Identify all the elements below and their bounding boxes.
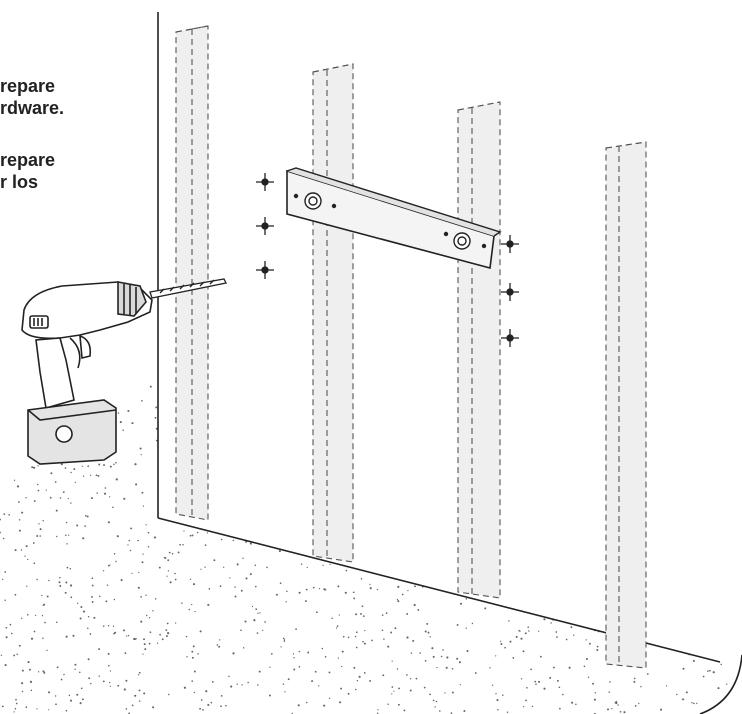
drill-icon <box>21 281 153 465</box>
drill-bit-icon <box>149 278 227 299</box>
instruction-line: repare <box>0 76 56 96</box>
bracket-hole <box>481 243 487 249</box>
wall-bracket <box>286 167 502 270</box>
bracket-hole <box>293 193 299 199</box>
instruction-line: rdware. <box>0 98 65 118</box>
bracket-bolt-icon <box>304 192 322 210</box>
crosshair-mark-icon <box>501 329 519 347</box>
frame-corner <box>699 654 742 714</box>
wall <box>157 12 742 714</box>
instruction-line: r los <box>0 172 39 192</box>
pilot-hole-marks <box>256 173 519 347</box>
studs <box>175 25 647 669</box>
instruction-text-english: repare rdware. <box>0 75 64 119</box>
stud-2 <box>312 63 354 563</box>
stud-1 <box>175 25 209 521</box>
stud-3 <box>457 101 501 599</box>
instruction-text-spanish: repare r los <box>0 149 55 193</box>
bracket-hole <box>443 231 449 237</box>
bracket-bolt-icon <box>453 232 471 250</box>
stud-4 <box>605 141 647 669</box>
crosshair-mark-icon <box>256 261 274 279</box>
crosshair-mark-icon <box>501 283 519 301</box>
crosshair-mark-icon <box>256 173 274 191</box>
crosshair-mark-icon <box>256 217 274 235</box>
crosshair-mark-icon <box>501 235 519 253</box>
instruction-line: repare <box>0 150 56 170</box>
bracket-hole <box>331 203 337 209</box>
